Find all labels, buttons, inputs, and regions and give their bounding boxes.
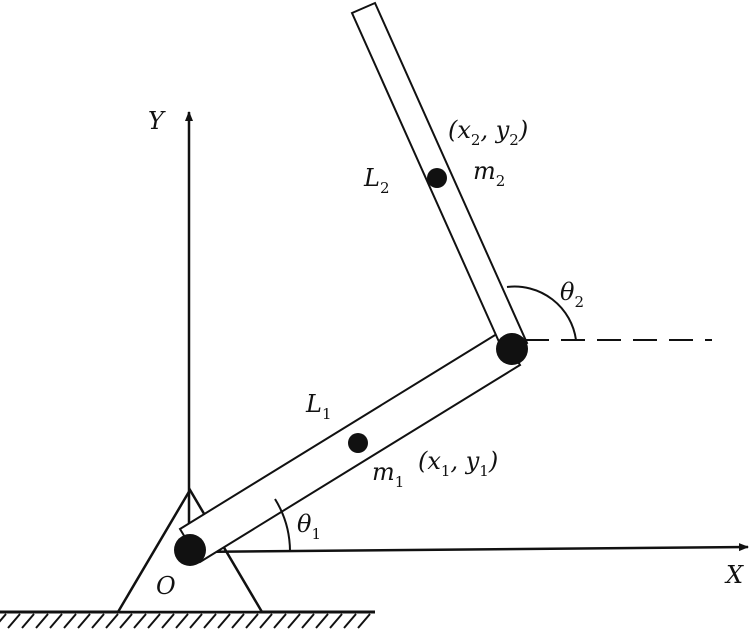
x-axis-label: X [724, 561, 744, 589]
elbow-joint [496, 333, 528, 365]
mass1-coordinates-label: (x1, y1) [418, 447, 498, 480]
hatch-stroke [133, 613, 147, 629]
hatch-stroke [7, 613, 21, 629]
hatch-stroke [315, 613, 329, 629]
hatch-stroke [245, 613, 259, 629]
ground [0, 610, 375, 629]
theta2-arc [506, 285, 577, 341]
x-axis [188, 543, 749, 554]
hatch-stroke [301, 613, 315, 629]
hatch-stroke [329, 613, 343, 629]
theta2-label: θ2 [560, 278, 584, 311]
hatch-stroke [105, 613, 119, 629]
hatch-stroke [0, 613, 7, 623]
hatch-stroke [231, 613, 245, 629]
hatch-stroke [189, 613, 203, 629]
mass2-coordinates-label: (x2, y2) [448, 116, 528, 149]
hatch-stroke [273, 613, 287, 629]
theta1-arc [274, 498, 291, 552]
hatch-stroke [287, 613, 301, 629]
mass2-label: m2 [473, 157, 505, 190]
hatch-stroke [343, 613, 357, 629]
link2-length-label: L2 [363, 164, 389, 197]
hatch-stroke [175, 613, 189, 629]
hatch-stroke [203, 613, 217, 629]
hatch-stroke [147, 613, 161, 629]
mass1-point [348, 433, 368, 453]
hatch-stroke [35, 613, 49, 629]
link1-length-label: L1 [305, 390, 331, 423]
hatch-stroke [49, 613, 63, 629]
hatch-stroke [161, 613, 175, 629]
y-axis-label: Y [148, 107, 166, 135]
ground-hatching [0, 613, 371, 629]
hatch-stroke [63, 613, 77, 629]
mass2-point [427, 168, 447, 188]
hatch-stroke [91, 613, 105, 629]
hatch-stroke [259, 613, 273, 629]
theta1-label: θ1 [297, 510, 321, 543]
hatch-stroke [217, 613, 231, 629]
hatch-stroke [357, 613, 371, 629]
hatch-stroke [119, 613, 133, 629]
hatch-stroke [21, 613, 35, 629]
mass1-label: m1 [372, 458, 404, 491]
hatch-stroke [77, 613, 91, 629]
origin-label: O [156, 572, 176, 600]
base-joint [174, 534, 206, 566]
